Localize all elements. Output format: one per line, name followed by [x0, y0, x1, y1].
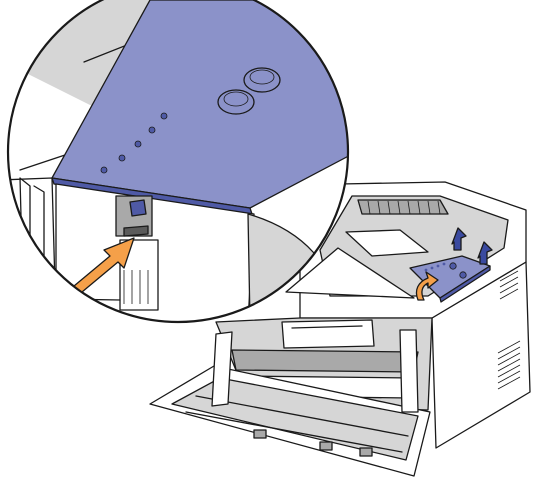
top-cover-panel — [409, 255, 491, 303]
panel-button-icon — [449, 262, 457, 270]
push-arrow-icon — [73, 237, 135, 293]
panel-button-icon — [243, 67, 281, 93]
release-latch — [115, 195, 159, 311]
callout-pointer — [285, 247, 415, 299]
paper-ramp — [345, 229, 429, 257]
panel-button-icon — [217, 89, 255, 115]
front-door-open — [149, 317, 433, 477]
side-vent-lower — [497, 340, 521, 390]
curved-arrow-icon — [415, 271, 439, 301]
lift-arrow-icon — [477, 241, 493, 265]
panel-lights — [424, 262, 446, 272]
lift-arrow-icon — [451, 227, 467, 251]
indicator-lights — [100, 112, 168, 174]
panel-button-icon — [459, 271, 467, 279]
fuser-rollers — [357, 199, 449, 215]
